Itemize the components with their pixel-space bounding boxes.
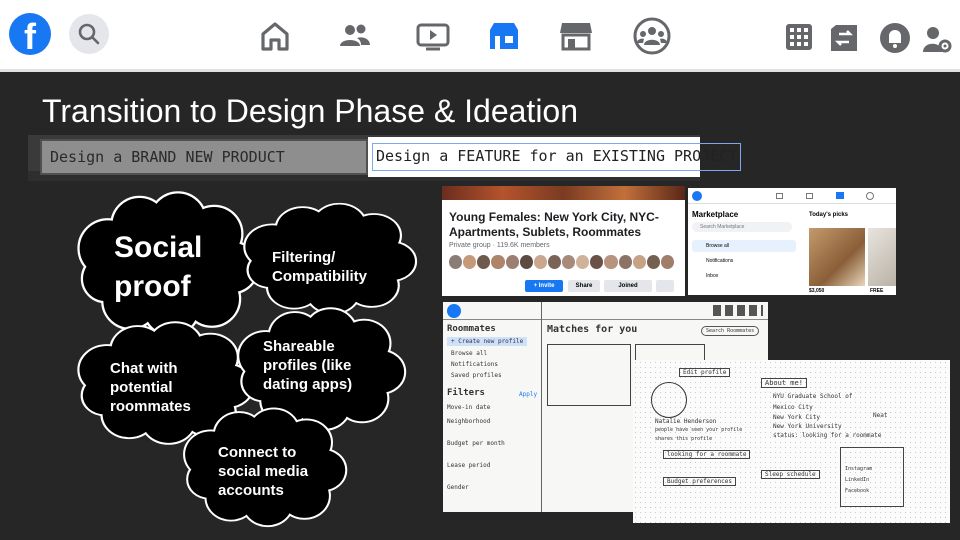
cloud-text-connect-social: Connect to social media accounts xyxy=(218,444,309,499)
sketch-roommates-heading: Roommates xyxy=(447,324,496,334)
sketch-match-card[interactable] xyxy=(547,344,631,406)
group-joined-button[interactable]: Joined xyxy=(604,280,652,292)
group-cover-photo xyxy=(442,186,685,200)
listing-photo-1[interactable] xyxy=(809,228,865,286)
option-brand-new-product: Design a BRAND NEW PRODUCT xyxy=(40,139,368,175)
sketch-social-links-box: Instagram LinkedIn Facebook xyxy=(840,447,904,507)
listing-price-2: FREE xyxy=(870,288,884,294)
facebook-marketplace-screenshot: Marketplace Search Marketplace Browse al… xyxy=(688,188,896,295)
group-more-button[interactable] xyxy=(656,280,674,292)
groups-icon[interactable] xyxy=(632,16,672,56)
group-share-button[interactable]: Share xyxy=(568,280,600,292)
facebook-group-screenshot: Young Females: New York City, NYC- Apart… xyxy=(442,186,685,296)
slide: Transition to Design Phase & Ideation De… xyxy=(0,75,960,540)
sketch-saved-profiles[interactable]: Saved profiles xyxy=(451,372,502,379)
sketch-school: NYU Graduate School of xyxy=(773,393,853,400)
marketplace-icon[interactable] xyxy=(486,18,522,54)
listing-price-1: $3,050 xyxy=(809,288,825,294)
member-avatars xyxy=(449,255,674,269)
sketch-move-in-filter[interactable]: Move-in date xyxy=(447,404,491,411)
watch-icon[interactable] xyxy=(415,18,451,54)
sketch-navbar xyxy=(443,302,768,320)
sketch-neat: Neat xyxy=(873,412,888,419)
friends-icon[interactable] xyxy=(337,18,373,54)
sketch-linkedin[interactable]: LinkedIn xyxy=(845,477,870,483)
sketch-instagram[interactable]: Instagram xyxy=(845,466,873,472)
sketch-browse-all[interactable]: Browse all xyxy=(451,350,488,357)
sketch-facebook[interactable]: Facebook xyxy=(845,488,870,494)
todays-picks-heading: Today's picks xyxy=(809,212,848,218)
notifications-icon[interactable] xyxy=(879,22,911,54)
sketch-status: status: looking for a roommate xyxy=(773,432,882,439)
option-feature-label: Design a FEATURE for an EXISTING PROJECT xyxy=(372,143,742,171)
sketch-search-roommates[interactable]: Search Roommates xyxy=(701,326,760,336)
group-meta: Private group · 119.6K members xyxy=(449,242,550,249)
marketplace-browse-all[interactable]: Browse all xyxy=(692,240,796,252)
sketch-nav-icons xyxy=(713,305,763,316)
slide-title: Transition to Design Phase & Ideation xyxy=(42,93,579,129)
mini-fb-logo xyxy=(692,191,702,201)
sketch-edit-profile[interactable]: Edit profile xyxy=(679,368,731,377)
marketplace-notifications[interactable]: Notifications xyxy=(706,258,734,264)
sketch-profile-photo[interactable] xyxy=(651,382,687,418)
sketch-sleep: Sleep schedule xyxy=(761,470,820,479)
search-button[interactable] xyxy=(69,14,109,54)
marketplace-title: Marketplace xyxy=(692,210,739,219)
marketplace-inbox[interactable]: Inbox xyxy=(706,273,719,279)
shop-icon[interactable] xyxy=(558,18,594,54)
sketch-gender-filter[interactable]: Gender xyxy=(447,484,469,491)
sketch-lease-filter[interactable]: Lease period xyxy=(447,462,491,469)
mini-groups-icon xyxy=(866,192,874,200)
group-invite-button[interactable]: + Invite xyxy=(525,280,563,292)
cloud-text-shareable: Shareable profiles (like dating apps) xyxy=(263,338,353,393)
mini-marketplace-icon xyxy=(836,192,844,199)
messenger-icon[interactable] xyxy=(828,22,860,54)
sketch-matches-heading: Matches for you xyxy=(547,324,638,335)
sketch-name: Natalie Henderson xyxy=(655,418,717,425)
marketplace-search[interactable]: Search Marketplace xyxy=(692,222,792,232)
sketch-hometown: Mexico City xyxy=(773,404,813,411)
mini-watch-icon xyxy=(806,193,813,199)
facebook-top-navbar: f xyxy=(0,0,960,72)
sketch-neighborhood-filter[interactable]: Neighborhood xyxy=(447,418,491,425)
sketch-university: New York University xyxy=(773,423,842,430)
sketch-city: New York City xyxy=(773,414,820,421)
sketch-filters-heading: Filters xyxy=(447,388,485,398)
listing-photo-2[interactable] xyxy=(868,228,896,286)
sketch-about-me: About me! xyxy=(761,378,807,388)
sketch-create-profile[interactable]: + Create new profile xyxy=(447,337,528,346)
facebook-logo[interactable]: f xyxy=(9,13,51,55)
menu-grid-icon[interactable] xyxy=(784,22,814,52)
sketch-divider xyxy=(541,302,542,512)
group-title: Young Females: New York City, NYC- Apart… xyxy=(449,210,659,239)
sketch-looking: looking for a roommate xyxy=(663,450,751,459)
sketch-fb-logo xyxy=(447,304,461,318)
sketch-budget-filter[interactable]: Budget per month xyxy=(447,440,505,447)
profile-wireframe-sketch: Edit profile About me! NYU Graduate Scho… xyxy=(633,360,950,523)
search-icon xyxy=(78,23,100,45)
marketplace-navbar xyxy=(688,188,896,204)
cloud-text-filtering: Filtering/ Compatibility xyxy=(272,249,368,285)
cloud-text-social-proof: Social proof xyxy=(114,231,203,303)
account-settings-icon[interactable] xyxy=(922,24,952,54)
option-feature-existing-project: Design a FEATURE for an EXISTING PROJECT xyxy=(368,137,742,177)
sketch-notifications[interactable]: Notifications xyxy=(451,361,498,368)
cloud-text-chat: Chat with potential roommates xyxy=(110,360,191,415)
sketch-apply-link[interactable]: Apply xyxy=(519,391,538,398)
sketch-budget-prefs: Budget preferences xyxy=(663,477,737,486)
home-icon[interactable] xyxy=(257,18,293,54)
mini-home-icon xyxy=(776,193,783,199)
sketch-views: people have seen your profile xyxy=(655,427,743,433)
sketch-shares: shares this profile xyxy=(655,436,713,442)
